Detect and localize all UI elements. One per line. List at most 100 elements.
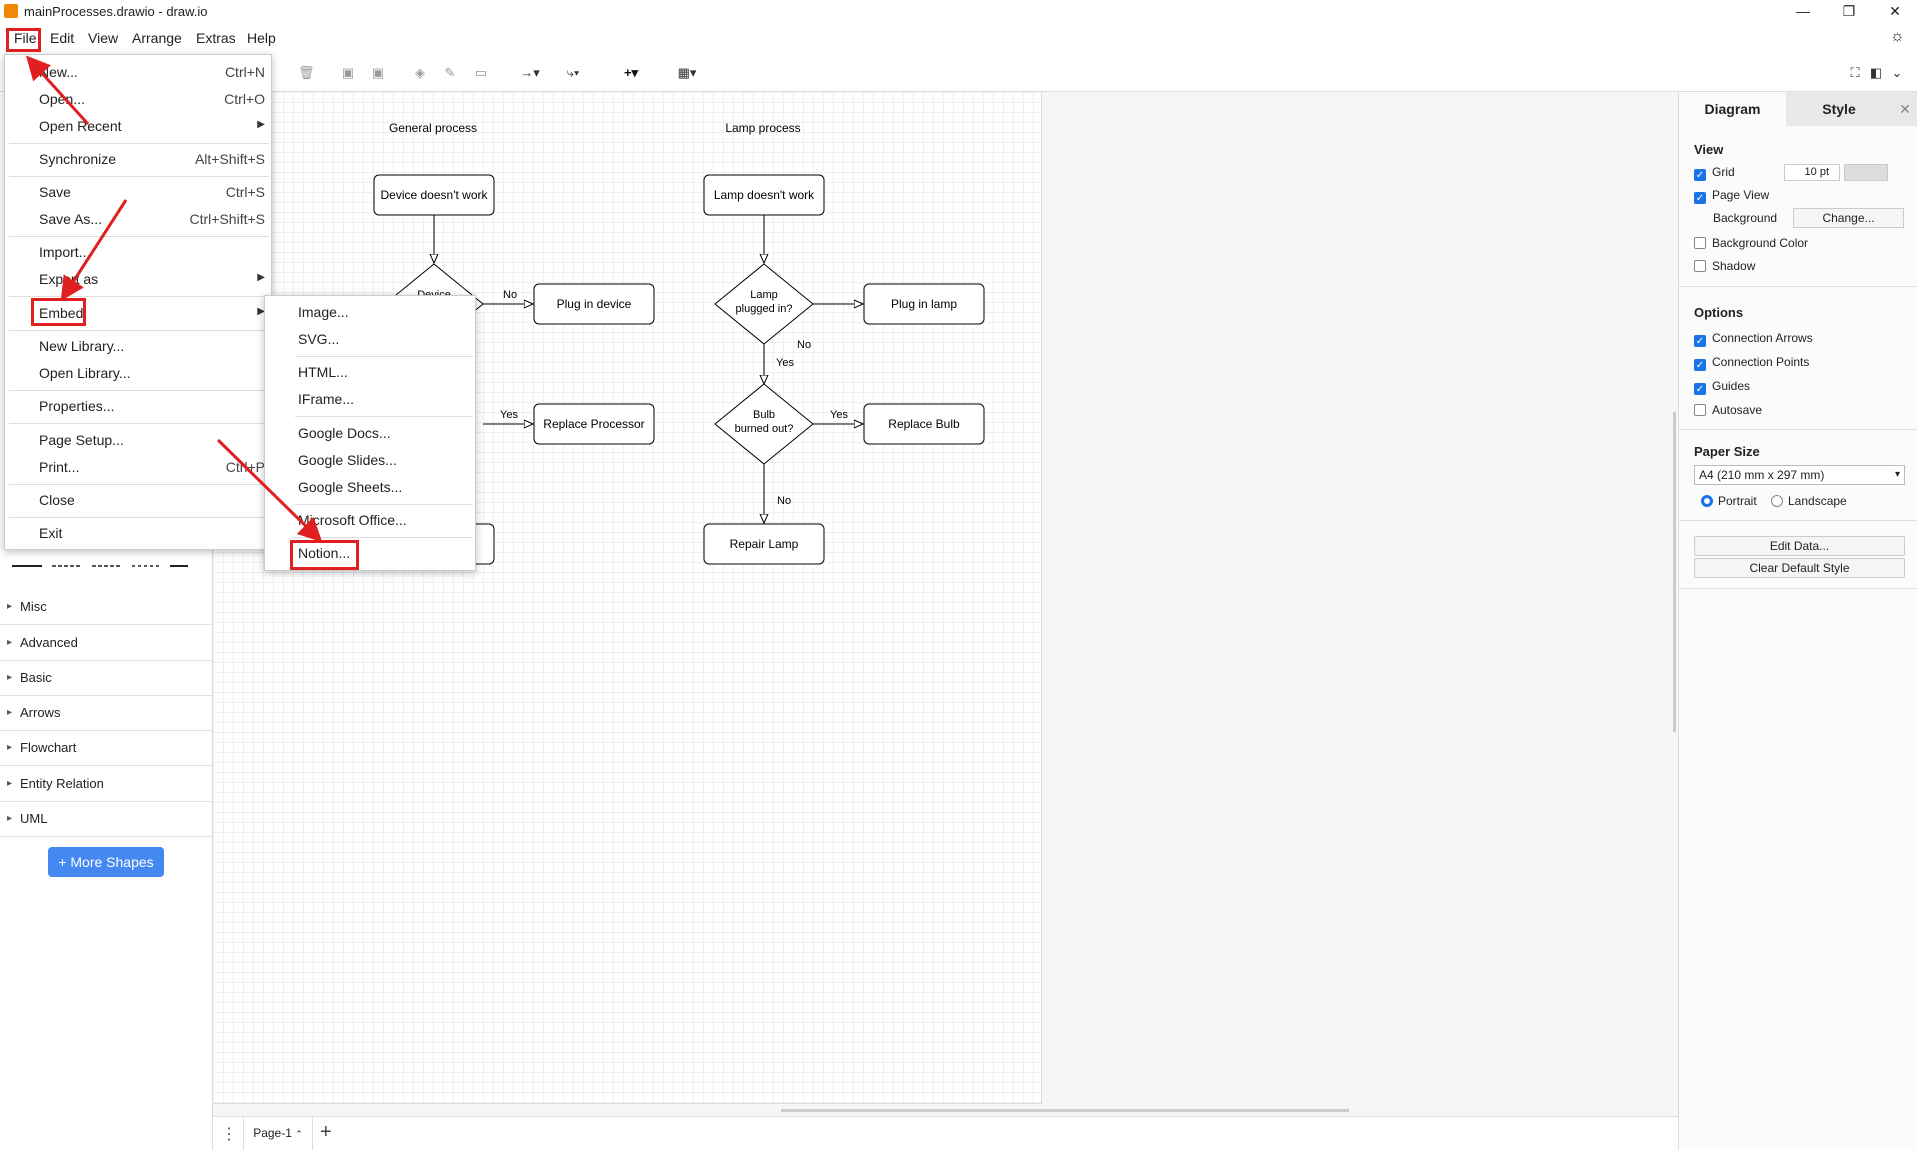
change-background-button[interactable]: Change...: [1793, 208, 1904, 228]
check-icon[interactable]: ✓: [1694, 359, 1706, 371]
waypoints-icon[interactable]: ⤷▾: [566, 65, 580, 80]
embed-google-slides[interactable]: Google Slides...: [265, 448, 477, 472]
pages-menu-icon[interactable]: ⋮: [221, 1126, 237, 1143]
fullscreen-icon[interactable]: ⛶: [1850, 65, 1860, 80]
more-shapes-button[interactable]: + More Shapes: [48, 847, 164, 877]
radio-selected-icon[interactable]: [1701, 495, 1713, 507]
general-plug-box[interactable]: [533, 283, 655, 325]
table-icon[interactable]: ▦▾: [677, 65, 697, 80]
close-icon[interactable]: ✕: [1889, 3, 1901, 19]
landscape-option[interactable]: Landscape: [1771, 493, 1847, 509]
collapse-icon[interactable]: ⌄: [1891, 65, 1903, 80]
menu-help[interactable]: Help: [247, 30, 276, 46]
menu-item-open[interactable]: Open...Ctrl+O: [5, 86, 273, 112]
embed-microsoft-office[interactable]: Microsoft Office...: [265, 508, 477, 532]
menu-item-exit[interactable]: Exit: [5, 520, 273, 546]
line-shapes-row[interactable]: [10, 561, 190, 571]
menu-item-export-as[interactable]: Export as▶: [5, 266, 273, 292]
shadow-icon[interactable]: ▭: [474, 65, 488, 80]
vertical-scrollbar[interactable]: [1673, 412, 1676, 732]
diagram-page[interactable]: General process Lamp process Device does…: [213, 92, 1042, 1104]
guides-option[interactable]: ✓Guides: [1694, 378, 1750, 395]
embed-html[interactable]: HTML...: [265, 360, 477, 384]
grid-option[interactable]: ✓Grid: [1694, 164, 1735, 181]
menu-item-close[interactable]: Close: [5, 487, 273, 513]
minimize-icon[interactable]: —: [1796, 3, 1810, 19]
to-back-icon[interactable]: ▣: [371, 65, 385, 80]
flowchart[interactable]: General process Lamp process Device does…: [213, 92, 1042, 1104]
menu-item-open-library[interactable]: Open Library...: [5, 360, 273, 386]
embed-image[interactable]: Image...: [265, 300, 477, 324]
format-panel-icon[interactable]: ◧: [1869, 65, 1883, 80]
lamp-plug-box[interactable]: [863, 283, 985, 325]
category-advanced[interactable]: Advanced: [0, 625, 213, 661]
background-color-option[interactable]: Background Color: [1694, 235, 1808, 251]
edit-data-button[interactable]: Edit Data...: [1694, 536, 1905, 556]
menu-arrange[interactable]: Arrange: [132, 30, 182, 46]
page-tab[interactable]: Page-1 ⌃: [243, 1117, 313, 1150]
menu-extras[interactable]: Extras: [196, 30, 236, 46]
connection-icon[interactable]: →▾: [520, 65, 540, 80]
menu-file[interactable]: File: [14, 30, 37, 46]
menu-view[interactable]: View: [88, 30, 119, 46]
lamp-replace-box[interactable]: [863, 403, 985, 445]
category-basic[interactable]: Basic: [0, 660, 213, 696]
check-icon[interactable]: ✓: [1694, 192, 1706, 204]
embed-iframe[interactable]: IFrame...: [265, 387, 477, 411]
embed-notion[interactable]: Notion...: [265, 541, 477, 565]
menu-item-page-setup[interactable]: Page Setup...: [5, 427, 273, 453]
embed-google-docs[interactable]: Google Docs...: [265, 421, 477, 445]
category-arrows[interactable]: Arrows: [0, 695, 213, 731]
embed-google-sheets[interactable]: Google Sheets...: [265, 475, 477, 499]
add-page-icon[interactable]: +: [320, 1121, 332, 1143]
checkbox-icon[interactable]: [1694, 404, 1706, 416]
portrait-option[interactable]: Portrait: [1701, 493, 1757, 509]
connection-arrows-option[interactable]: ✓Connection Arrows: [1694, 330, 1813, 347]
menu-item-import[interactable]: Import...: [5, 239, 273, 265]
menu-item-embed[interactable]: Embed▶: [5, 300, 273, 326]
clear-default-style-button[interactable]: Clear Default Style: [1694, 558, 1905, 578]
category-flowchart[interactable]: Flowchart: [0, 730, 213, 766]
delete-icon[interactable]: 🗑: [298, 65, 315, 80]
checkbox-icon[interactable]: [1694, 237, 1706, 249]
shadow-option[interactable]: Shadow: [1694, 258, 1755, 274]
menu-edit[interactable]: Edit: [50, 30, 75, 46]
general-replace-box[interactable]: [533, 403, 655, 445]
menu-item-open-recent[interactable]: Open Recent▶: [5, 113, 273, 139]
to-front-icon[interactable]: ▣: [341, 65, 355, 80]
checkbox-icon[interactable]: [1694, 260, 1706, 272]
lamp-repair-box[interactable]: [703, 523, 825, 565]
category-uml[interactable]: UML: [0, 801, 213, 837]
shortcut-label: Ctrl+P: [225, 459, 265, 475]
grid-color-button[interactable]: [1844, 164, 1888, 181]
grid-size-input[interactable]: 10 pt: [1784, 164, 1840, 181]
diagram-canvas[interactable]: General process Lamp process Device does…: [213, 92, 1678, 1116]
autosave-option[interactable]: Autosave: [1694, 402, 1762, 418]
close-panel-icon[interactable]: ✕: [1892, 92, 1917, 126]
check-icon[interactable]: ✓: [1694, 169, 1706, 181]
radio-icon[interactable]: [1771, 495, 1783, 507]
line-color-icon[interactable]: ✎: [444, 65, 456, 80]
restore-icon[interactable]: ❐: [1842, 3, 1856, 19]
embed-svg[interactable]: SVG...: [265, 327, 477, 351]
paper-size-select[interactable]: A4 (210 mm x 297 mm) ▾: [1694, 465, 1905, 485]
check-icon[interactable]: ✓: [1694, 383, 1706, 395]
menu-item-new[interactable]: New...Ctrl+N: [5, 59, 273, 85]
category-misc[interactable]: Misc: [0, 589, 213, 625]
menu-item-print[interactable]: Print...Ctrl+P: [5, 454, 273, 480]
theme-icon[interactable]: ☼: [1890, 28, 1905, 45]
check-icon[interactable]: ✓: [1694, 335, 1706, 347]
menu-item-properties[interactable]: Properties...: [5, 393, 273, 419]
insert-icon[interactable]: +▾: [623, 65, 639, 80]
tab-diagram[interactable]: Diagram: [1679, 92, 1786, 126]
category-entity-relation[interactable]: Entity Relation: [0, 766, 213, 802]
menu-item-save-as[interactable]: Save As...Ctrl+Shift+S: [5, 206, 273, 232]
horizontal-scrollbar[interactable]: [781, 1109, 1349, 1112]
menu-item-new-library[interactable]: New Library...: [5, 333, 273, 359]
page-view-option[interactable]: ✓Page View: [1694, 187, 1769, 204]
fill-color-icon[interactable]: ◈: [415, 65, 425, 80]
tab-style[interactable]: Style: [1786, 92, 1892, 126]
connection-points-option[interactable]: ✓Connection Points: [1694, 354, 1809, 371]
